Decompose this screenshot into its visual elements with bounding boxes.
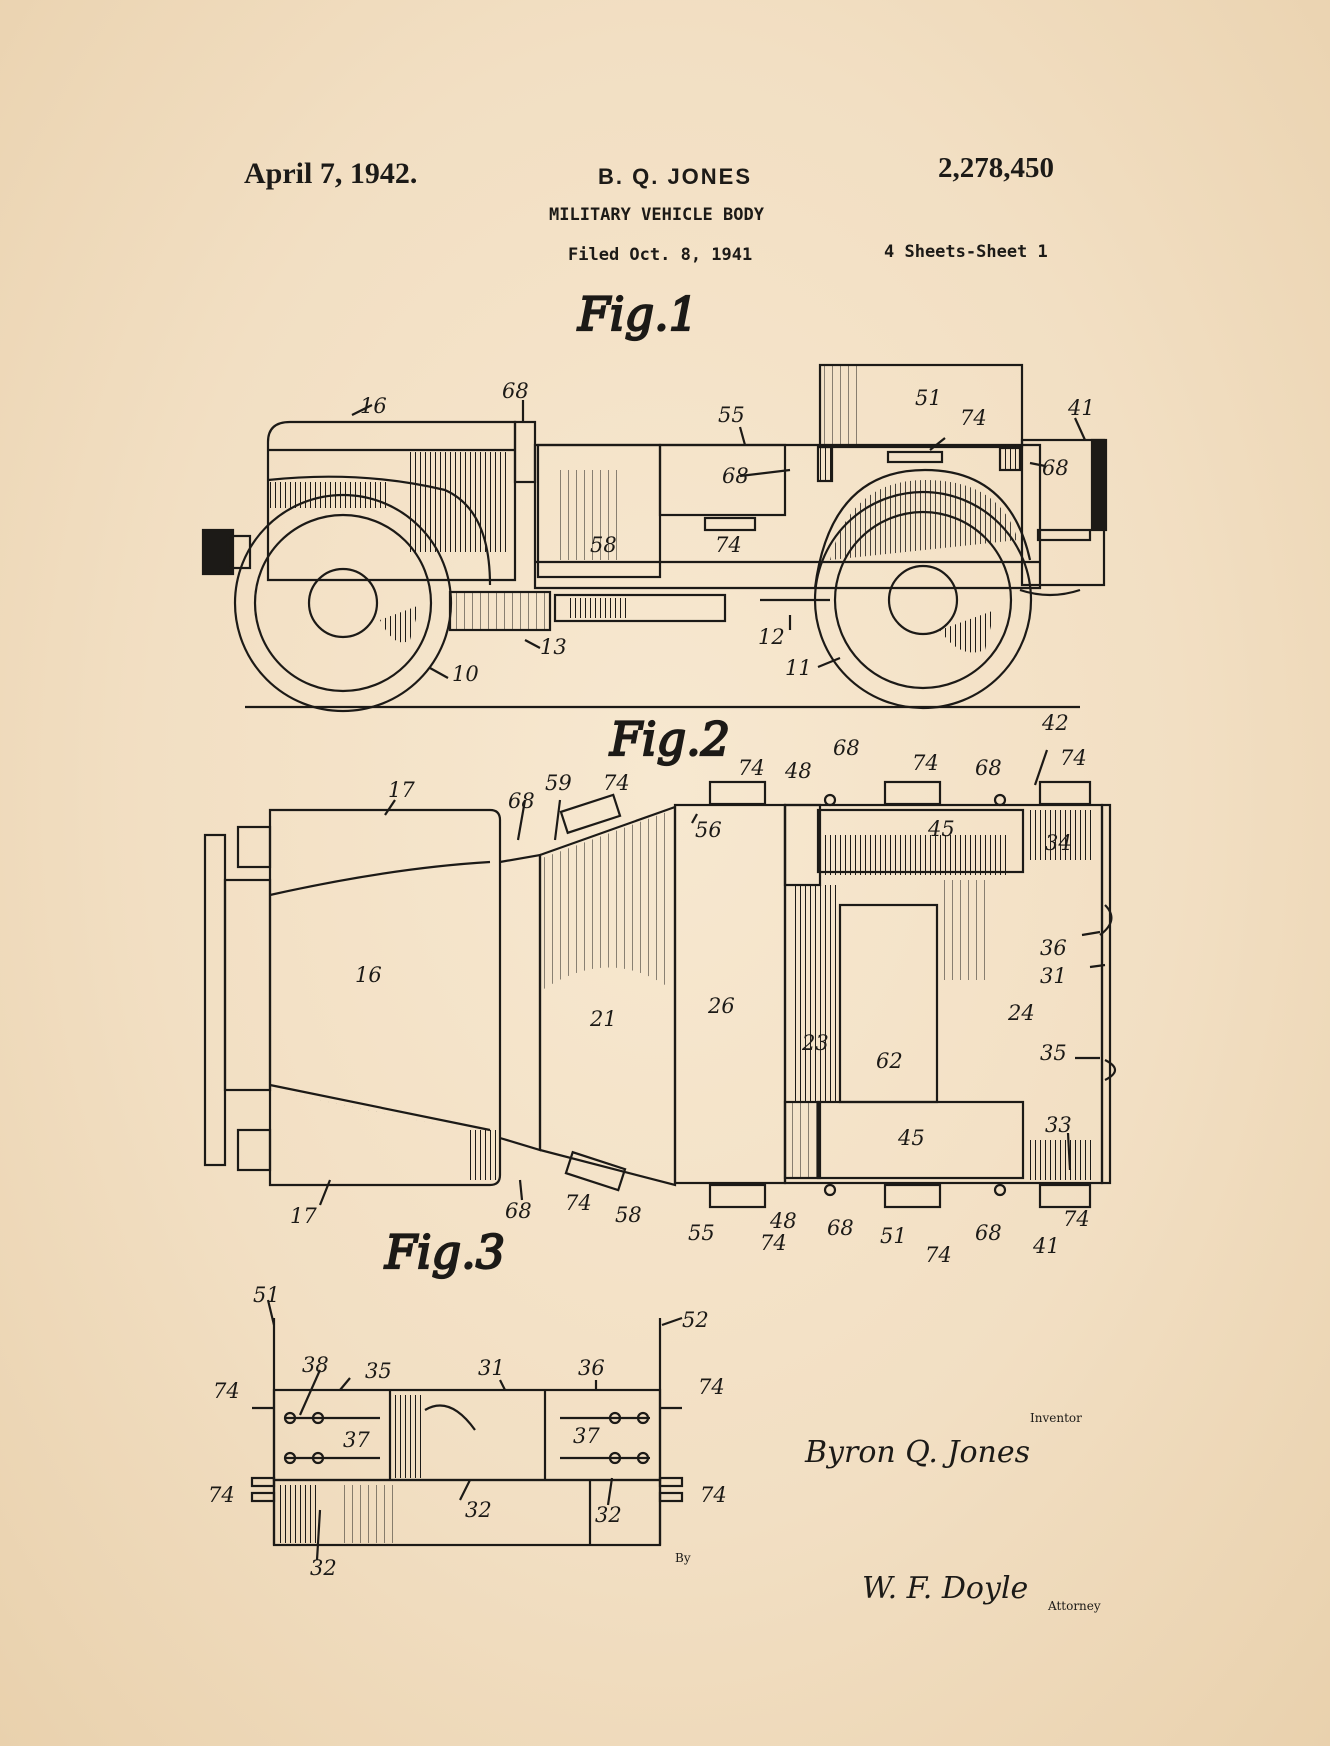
callout: 41 (1032, 1234, 1060, 1258)
callout: 16 (355, 963, 382, 987)
figure-3-label: Fig.3 (384, 1225, 505, 1279)
callout: 35 (365, 1359, 392, 1383)
callout: 74 (715, 533, 742, 557)
callout: 74 (925, 1243, 952, 1267)
callout: 68 (508, 789, 535, 813)
callout: 37 (343, 1428, 370, 1452)
callout: 74 (1063, 1207, 1090, 1231)
figure-2-top-view: Fig.2 (205, 712, 1115, 1207)
callout: 68 (833, 736, 860, 760)
callout: 74 (698, 1375, 725, 1399)
attorney-caption: Attorney (1047, 1599, 1101, 1613)
callout: 38 (302, 1353, 329, 1377)
inventor-caption: Inventor (1030, 1411, 1082, 1425)
callout: 74 (565, 1191, 592, 1215)
callout: 26 (707, 994, 735, 1018)
figure-1-side-view: Fig.1 (203, 287, 1106, 711)
callout: 74 (912, 751, 939, 775)
figure-2-label: Fig.2 (609, 712, 730, 766)
callout: 68 (975, 756, 1002, 780)
callout: 68 (502, 379, 529, 403)
callout: 48 (784, 759, 812, 783)
callout: 74 (1060, 746, 1087, 770)
callout: 52 (682, 1308, 709, 1332)
callout: 45 (897, 1126, 925, 1150)
callout: 74 (760, 1231, 787, 1255)
callout: 56 (695, 818, 722, 842)
callout: 74 (213, 1379, 240, 1403)
front-wheel (235, 495, 451, 711)
windshield-post (515, 422, 535, 482)
callout: 74 (208, 1483, 235, 1507)
callout: 74 (603, 771, 630, 795)
callout: 32 (465, 1498, 492, 1522)
callout: 11 (785, 656, 812, 680)
callout: 21 (589, 1007, 617, 1031)
callout: 36 (1040, 936, 1067, 960)
callout: 13 (540, 635, 567, 659)
callout: 68 (1042, 456, 1069, 480)
signature-block: Inventor Byron Q. Jones By W. F. Doyle A… (675, 1411, 1101, 1613)
callout: 51 (253, 1283, 280, 1307)
seat-frame (274, 1390, 660, 1480)
callout: 37 (573, 1424, 600, 1448)
callout: 32 (310, 1556, 337, 1580)
callout: 42 (1041, 711, 1069, 735)
callout: 10 (452, 662, 479, 686)
callout: 74 (960, 406, 987, 430)
callout: 17 (388, 778, 415, 802)
callout: 41 (1067, 396, 1095, 420)
callout: 12 (758, 625, 785, 649)
figure-1-label: Fig.1 (577, 287, 698, 341)
callout: 17 (290, 1204, 317, 1228)
callout: 34 (1045, 831, 1072, 855)
callout: 51 (880, 1224, 907, 1248)
callout: 62 (876, 1049, 903, 1073)
callout: 58 (615, 1203, 642, 1227)
attorney-signature: W. F. Doyle (862, 1571, 1028, 1606)
callout: 31 (1040, 964, 1067, 988)
callout: 74 (738, 756, 765, 780)
callout: 35 (1040, 1041, 1067, 1065)
inventor-signature: Byron Q. Jones (804, 1435, 1030, 1470)
callout: 36 (578, 1356, 605, 1380)
callout: 16 (360, 394, 387, 418)
callout: 58 (590, 533, 617, 557)
chassis-front (450, 592, 550, 630)
callout: 45 (927, 817, 955, 841)
callout: 55 (718, 403, 745, 427)
hood-top (270, 810, 500, 1185)
callout: 68 (505, 1199, 532, 1223)
callout: 33 (1045, 1113, 1072, 1137)
callout: 68 (975, 1221, 1002, 1245)
callout: 51 (915, 386, 942, 410)
callout: 24 (1007, 1001, 1035, 1025)
callout: 59 (545, 771, 572, 795)
front-bumper-top (205, 835, 225, 1165)
callout: 31 (478, 1356, 505, 1380)
callout: 55 (688, 1221, 715, 1245)
callout: 32 (595, 1503, 622, 1527)
callout: 68 (722, 464, 749, 488)
callout: 68 (827, 1216, 854, 1240)
callout: 23 (801, 1031, 829, 1055)
callout: 48 (769, 1209, 797, 1233)
callout: 74 (700, 1483, 727, 1507)
by-caption: By (675, 1551, 691, 1565)
